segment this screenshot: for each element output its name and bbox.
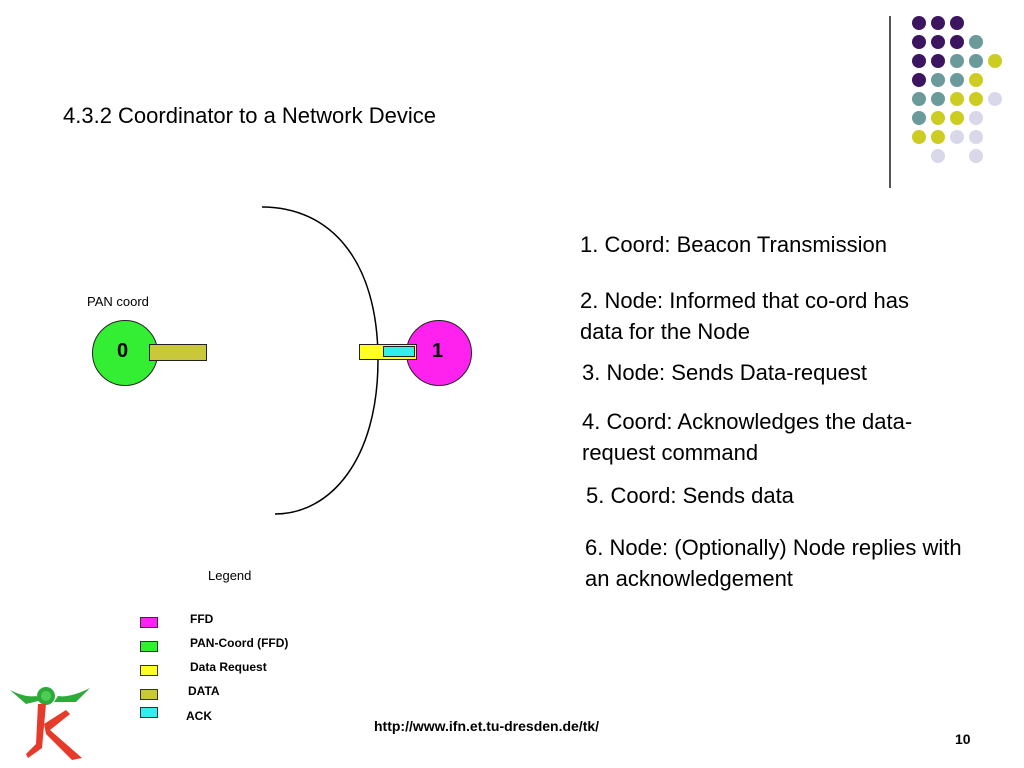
legend-label-ack: ACK [186,709,212,723]
data-frame-bar [149,344,207,361]
legend-label-ffd: FFD [190,612,214,626]
university-logo-icon [10,687,90,760]
legend-swatch-pan-coord [140,641,158,652]
legend-label-pan-coord: PAN-Coord (FFD) [190,636,289,650]
page-number: 10 [955,731,971,747]
ack-bar [383,346,415,357]
legend-swatch-ffd [140,617,158,628]
legend-label-data: DATA [188,684,220,698]
step-5: 5. Coord: Sends data [586,483,794,508]
transmission-range-arc [261,206,379,515]
step-3: 3. Node: Sends Data-request [582,360,867,385]
node-0-label: 0 [117,340,129,362]
slide-title: 4.3.2 Coordinator to a Network Device [63,103,436,128]
node-1-label: 1 [432,340,444,362]
vertical-divider [889,16,891,188]
footer-url-link[interactable]: http://www.ifn.et.tu-dresden.de/tk/ [374,718,600,734]
step-4: 4. Coord: Acknowledges the data-request … [582,409,913,465]
legend-swatch-ack [140,707,158,718]
pan-coord-label: PAN coord [87,294,149,309]
step-1: 1. Coord: Beacon Transmission [580,232,887,257]
legend-label-data-request: Data Request [190,660,267,674]
step-6: 6. Node: (Optionally) Node replies with … [585,535,962,591]
legend-title: Legend [208,568,252,583]
step-2: 2. Node: Informed that co-ord has data f… [580,288,909,344]
legend-swatch-data [140,689,158,700]
legend-swatch-data-request [140,665,158,676]
